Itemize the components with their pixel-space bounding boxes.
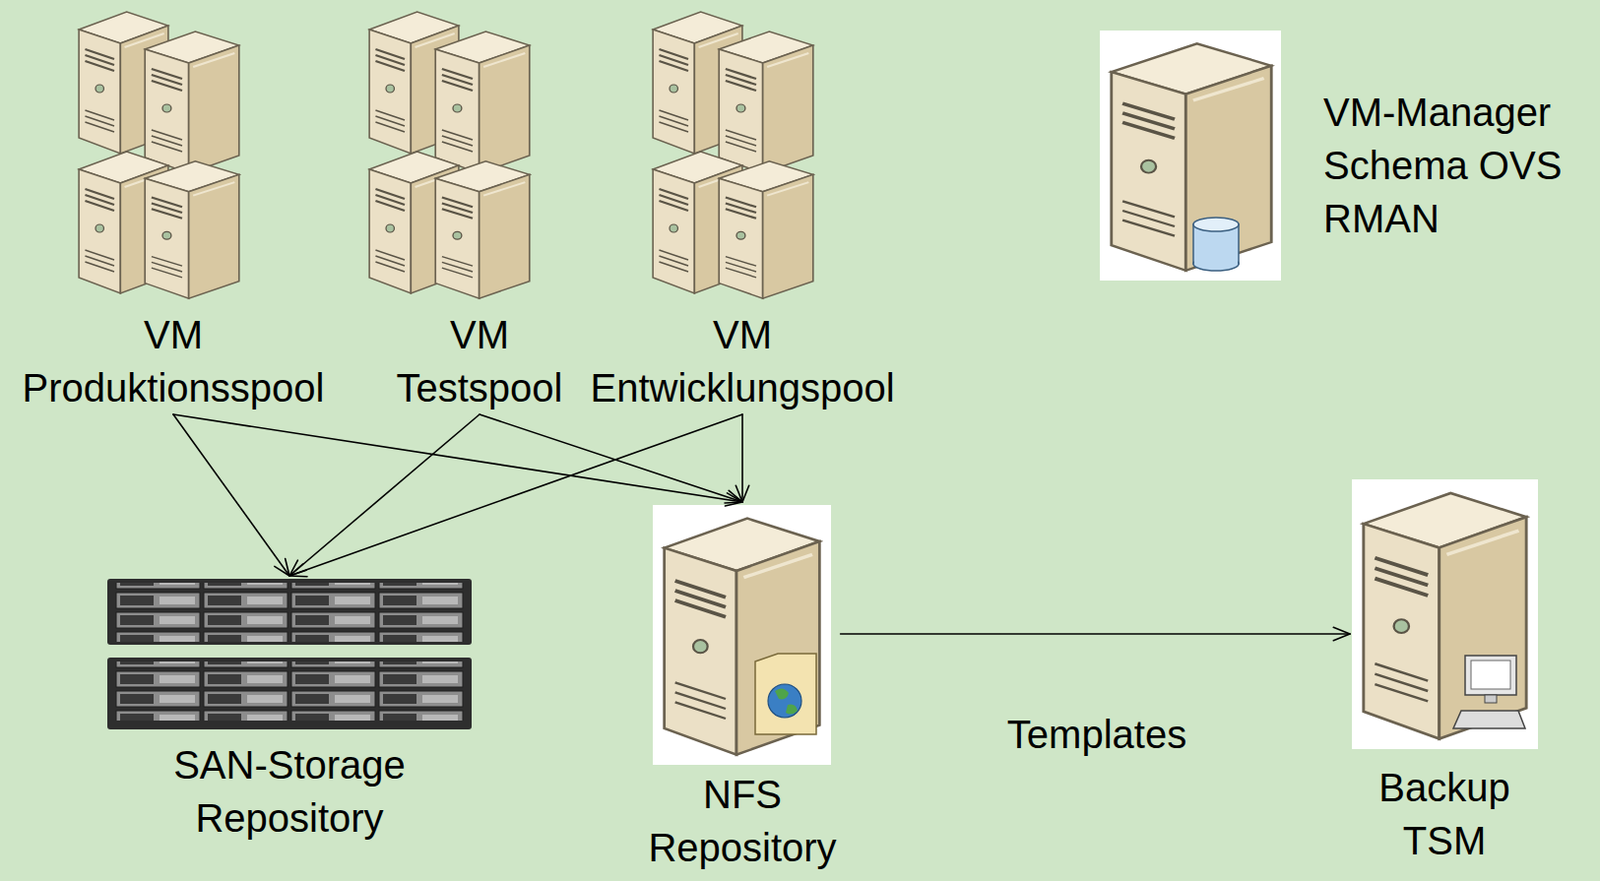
server-stack [652, 11, 814, 299]
connector-line [173, 414, 743, 503]
server-stack [78, 11, 240, 299]
icon-ground [1099, 30, 1281, 281]
nfs-server: NFS Repository [643, 502, 840, 875]
node-label: NFS Repository [647, 768, 836, 875]
server-tower [718, 31, 814, 174]
arrow-head [742, 485, 750, 503]
manager-server: VM-Manager Schema OVS RMAN [1080, 24, 1596, 246]
arrow-head [289, 564, 304, 576]
connector-line [289, 414, 743, 576]
drive-bays [114, 582, 465, 642]
icon-ground [652, 505, 832, 766]
node-label: Backup TSM [1378, 761, 1510, 868]
arrow-head [285, 559, 290, 576]
server-tower [435, 161, 530, 299]
connector-arrow [735, 414, 749, 503]
nfs-server-icon [652, 505, 832, 766]
server-pool: VM Testspool [390, 4, 569, 415]
keyboard-icon [1453, 710, 1526, 729]
server-tower [718, 161, 814, 299]
node-label: VM Entwicklungspool [589, 308, 895, 415]
connector-line [173, 414, 290, 576]
database-server-icon [1099, 30, 1281, 281]
monitor-icon [1471, 660, 1511, 690]
connector-arrow [289, 414, 743, 577]
node-label: VM Produktionsspool [22, 308, 325, 415]
backup-server-icon [1351, 479, 1538, 750]
connector-line [741, 414, 744, 503]
arrow-head [1333, 634, 1350, 641]
monitor-icon [1484, 695, 1497, 704]
server-tower [435, 31, 530, 174]
connector-line [479, 414, 743, 503]
server-stack [369, 11, 530, 299]
server-pool: VM Entwicklungspool [585, 4, 898, 415]
arrow-head [724, 502, 743, 507]
server-tower [144, 161, 240, 299]
arrow-head [735, 485, 743, 503]
server-tower [664, 518, 821, 756]
connector-line [840, 633, 1350, 636]
node-label: VM-Manager Schema OVS RMAN [1323, 85, 1590, 246]
storage-unit [107, 578, 472, 645]
connector-arrow [289, 414, 480, 576]
arrow-head [289, 575, 308, 577]
globe-icon [774, 688, 798, 714]
drive-bays [114, 661, 465, 721]
folder-icon [755, 653, 817, 735]
monitor-icon [1465, 655, 1517, 696]
storage-unit [107, 657, 472, 730]
icon-ground [1351, 479, 1538, 750]
database-cylinder [1193, 217, 1239, 232]
arrow-head [1333, 627, 1350, 635]
globe-icon [768, 684, 802, 718]
server-tower [1111, 43, 1272, 270]
storage-repository: SAN-Storage Repository [106, 576, 473, 845]
connector-arrow [173, 414, 743, 507]
san-storage-icon [107, 578, 472, 730]
backup-server: Backup TSM [1349, 476, 1539, 868]
server-pool: VM Produktionsspool [18, 4, 329, 415]
edge-label: Templates [1003, 707, 1191, 762]
connector-arrow [840, 627, 1350, 640]
server-tower [144, 31, 240, 174]
arrow-head [724, 502, 743, 504]
connector-arrow [173, 414, 290, 576]
server-tower [1363, 493, 1527, 740]
node-label: SAN-Storage Repository [141, 738, 438, 845]
connector-line [289, 414, 480, 576]
node-label: VM Testspool [396, 308, 564, 415]
